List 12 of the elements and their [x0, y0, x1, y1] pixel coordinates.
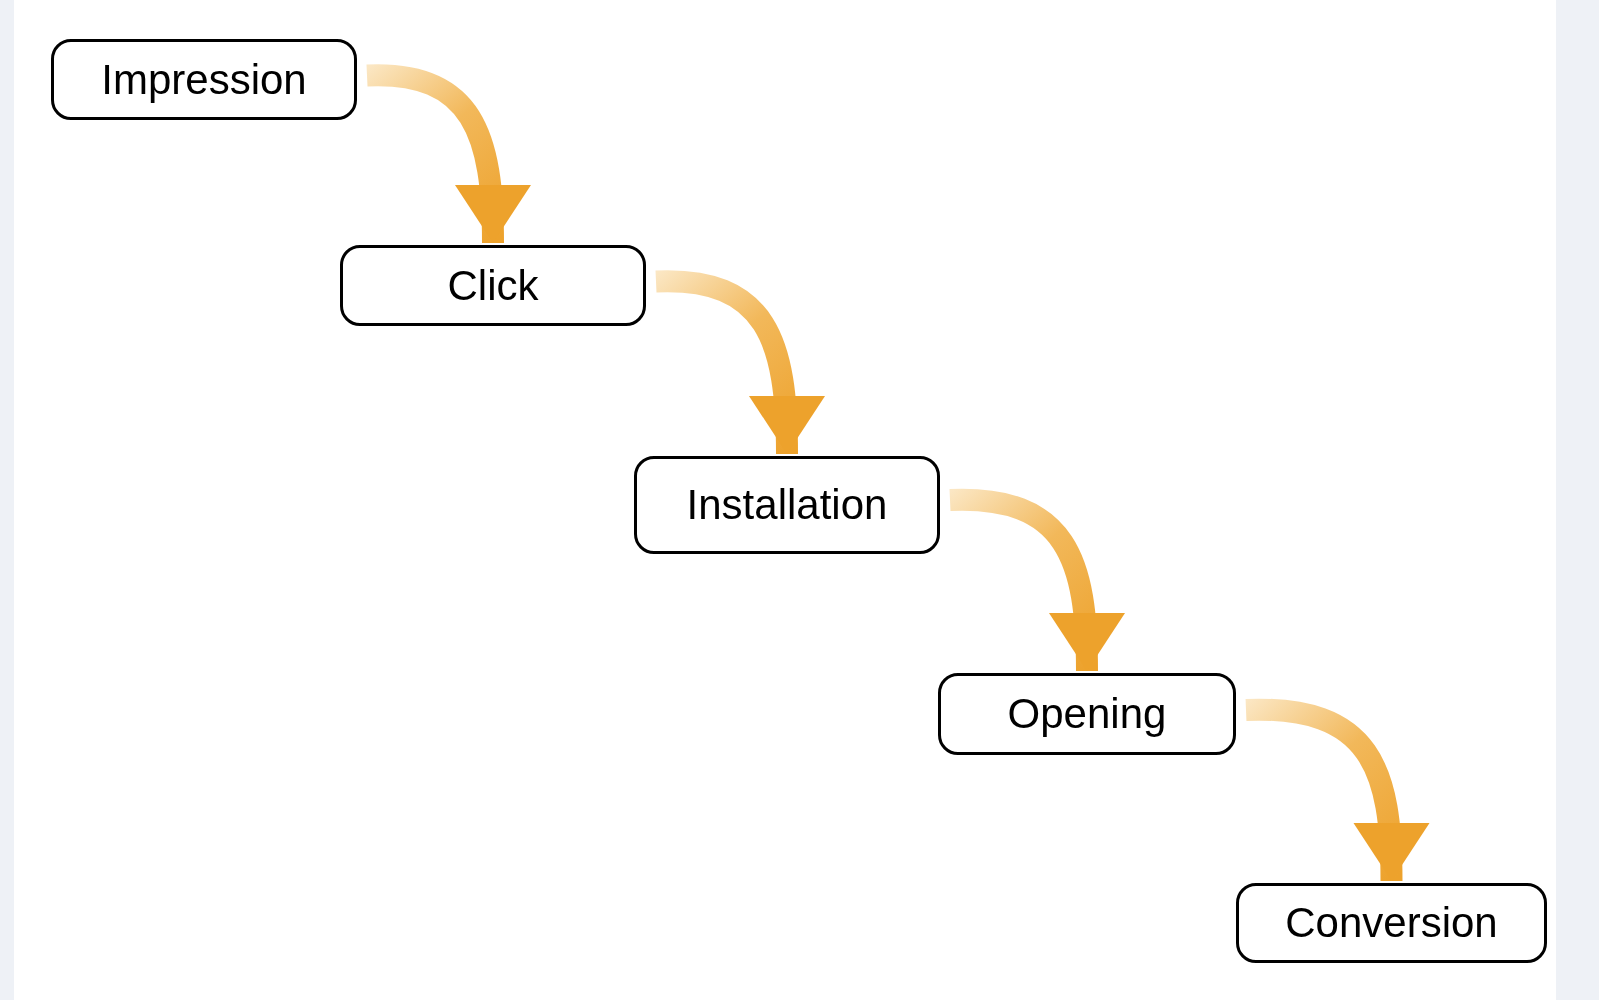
step-label: Installation — [686, 481, 888, 529]
step-label: Click — [447, 261, 539, 310]
curved-arrow — [949, 489, 1124, 672]
step-label: Impression — [101, 55, 307, 104]
step-box — [340, 245, 646, 326]
step-label: Conversion — [1285, 899, 1498, 947]
step-box — [634, 456, 940, 554]
step-box — [1236, 883, 1547, 963]
step-box — [938, 673, 1236, 755]
step-box — [51, 39, 357, 120]
step-label: Opening — [1007, 690, 1167, 738]
curved-arrow — [655, 270, 824, 455]
